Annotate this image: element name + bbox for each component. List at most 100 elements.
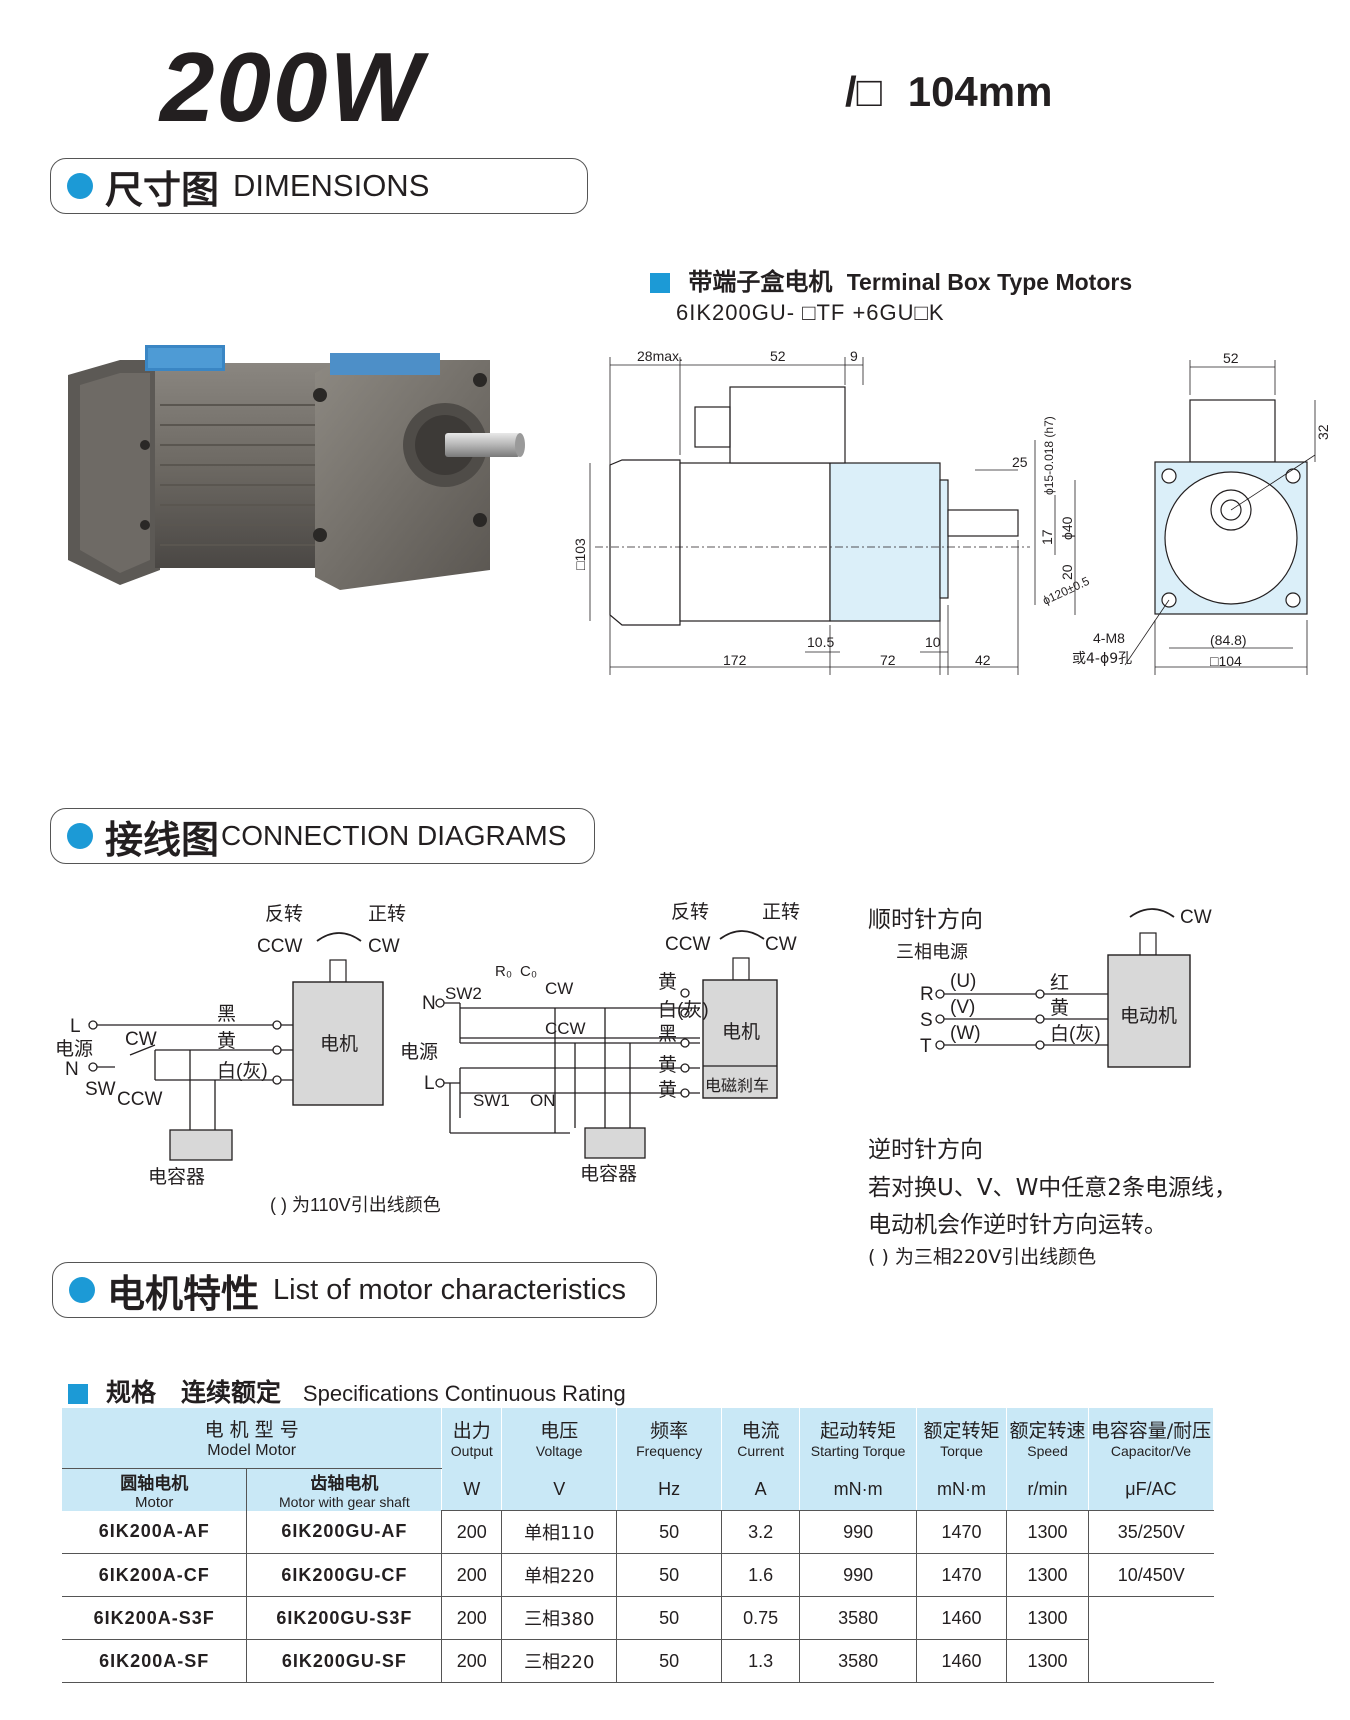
section-dimensions: 尺寸图 DIMENSIONS	[50, 158, 588, 214]
cell-starting-torque: 3580	[799, 1596, 918, 1640]
cell-gear-model: 6IK200GU-AF	[246, 1510, 443, 1554]
cell-voltage: 三相220	[501, 1639, 618, 1683]
cell-speed: 1300	[1006, 1510, 1089, 1554]
cell-voltage: 三相380	[501, 1596, 618, 1640]
label-forward-2: 正转	[762, 901, 800, 923]
cell-voltage: 单相220	[501, 1553, 618, 1597]
dim-10-5: 10.5	[807, 634, 834, 650]
table-row: 6IK200A-CF 6IK200GU-CF 200 单相220 50 1.6 …	[62, 1553, 1214, 1597]
power-rating-title: 200W	[160, 32, 425, 142]
square-bullet-icon	[68, 1384, 88, 1404]
label-power: 电源	[55, 1038, 93, 1060]
terminal-box-en: Terminal Box Type Motors	[846, 269, 1133, 295]
terminal-box-cn: 带端子盒电机	[688, 268, 833, 296]
cell-starting-torque: 990	[799, 1510, 918, 1554]
label-sw-cw: CW	[125, 1029, 157, 1050]
spec-heading: 规格 连续额定 Specifications Continuous Rating	[68, 1373, 626, 1409]
wire-white-3: 白(灰)	[1050, 1023, 1101, 1045]
rotation-arrow-icon	[316, 932, 362, 942]
ccw-explain-2: 电动机会作逆时针方向运转。	[868, 1212, 1167, 1238]
cell-gear-model: 6IK200GU-SF	[246, 1639, 443, 1683]
wire-white: 白(灰)	[217, 1060, 268, 1082]
wire-yellow-2: 黄	[658, 971, 677, 993]
label-c0: C₀	[520, 963, 537, 980]
wiring1-note: ( ) 为110V引出线颜色	[270, 1195, 441, 1215]
motor-box	[292, 981, 384, 1106]
cell-output: 200	[441, 1596, 503, 1640]
cell-frequency: 50	[616, 1553, 723, 1597]
dim-25: 25	[1012, 454, 1028, 470]
motor-label: 电机	[320, 1033, 358, 1055]
frame-size-value: 104mm	[907, 68, 1053, 115]
section-dimensions-cn: 尺寸图	[105, 167, 220, 212]
motor-label-2: 电机	[722, 1021, 760, 1043]
cell-frequency: 50	[616, 1596, 723, 1640]
label-l-2: L	[424, 1073, 435, 1094]
three-phase-label: 三相电源	[896, 942, 968, 963]
section-connection-cn: 接线图	[105, 817, 220, 862]
spec-heading-en: Specifications Continuous Rating	[302, 1381, 626, 1406]
cell-capacitor: 10/450V	[1088, 1553, 1214, 1597]
cw-direction-title: 顺时针方向	[868, 907, 983, 933]
label-sw: SW	[85, 1079, 116, 1100]
label-cw: CW	[368, 936, 400, 957]
capacitor-label: 电容器	[148, 1166, 205, 1188]
dim-17: 17	[1039, 529, 1055, 545]
dim-52: 52	[770, 348, 786, 364]
label-n-2: N	[422, 993, 436, 1014]
label-r0: R₀	[495, 963, 512, 980]
capacitor-icon	[584, 1127, 646, 1159]
dim-10: 10	[925, 634, 941, 650]
bullet-icon	[67, 823, 93, 849]
dim-20: 20	[1059, 564, 1075, 580]
cell-current: 1.6	[721, 1553, 801, 1597]
cell-starting-torque: 990	[799, 1553, 918, 1597]
dim-103: □103	[572, 538, 588, 570]
label-ccw-2b: CCW	[545, 1019, 586, 1038]
rotation-arrow-icon	[1129, 908, 1175, 918]
terminal-box-model: 6IK200GU- □TF +6GU□K	[676, 300, 945, 325]
cell-rated-torque: 1460	[916, 1639, 1008, 1683]
wire-yellow: 黄	[217, 1030, 236, 1052]
label-on: ON	[530, 1091, 556, 1110]
motor-label-3: 电动机	[1120, 1005, 1177, 1027]
cell-round-model: 6IK200A-SF	[62, 1639, 248, 1683]
label-n: N	[65, 1059, 79, 1080]
motor-brake-box	[702, 979, 778, 1099]
table-row: 6IK200A-AF 6IK200GU-AF 200 单相110 50 3.2 …	[62, 1510, 1214, 1554]
cell-starting-torque: 3580	[799, 1639, 918, 1683]
cell-voltage: 单相110	[501, 1510, 618, 1554]
label-l: L	[70, 1016, 81, 1037]
label-ccw-2: CCW	[665, 934, 710, 955]
dim-4-m8: 4-M8	[1093, 630, 1125, 646]
wire-white-2: 白(灰)	[658, 999, 709, 1021]
dim-104: □104	[1210, 653, 1242, 669]
ccw-explain-1: 若对换U、V、W中任意2条电源线，	[868, 1175, 1237, 1201]
capacitor-label-2: 电容器	[580, 1163, 637, 1185]
cell-output: 200	[441, 1510, 503, 1554]
cell-rated-torque: 1470	[916, 1553, 1008, 1597]
frame-size: /□ 104mm	[845, 68, 1052, 116]
label-cw-2b: CW	[545, 979, 573, 998]
cell-gear-model: 6IK200GU-S3F	[246, 1596, 443, 1640]
dim-28max: 28max.	[637, 348, 683, 364]
label-s: S	[920, 1010, 933, 1031]
label-w: (W)	[950, 1023, 981, 1044]
wire-yellow-3: 黄	[658, 1054, 677, 1076]
label-r: R	[920, 984, 934, 1005]
motor-photo	[68, 345, 525, 590]
wiring-diagram-single-phase: 反转 正转 CCW CW 电机 L 电源 N SW CW CCW 黑 黄 白(灰…	[55, 903, 441, 1215]
section-connection-en: CONNECTION DIAGRAMS	[221, 820, 567, 851]
cell-rated-torque: 1460	[916, 1596, 1008, 1640]
wire-red: 红	[1050, 972, 1069, 994]
cell-speed: 1300	[1006, 1639, 1089, 1683]
table-row: 6IK200A-SF 6IK200GU-SF 200 三相220 50 1.3 …	[62, 1639, 1214, 1683]
dim-84-8: (84.8)	[1210, 632, 1247, 648]
cell-capacitor: 35/250V	[1088, 1510, 1214, 1554]
